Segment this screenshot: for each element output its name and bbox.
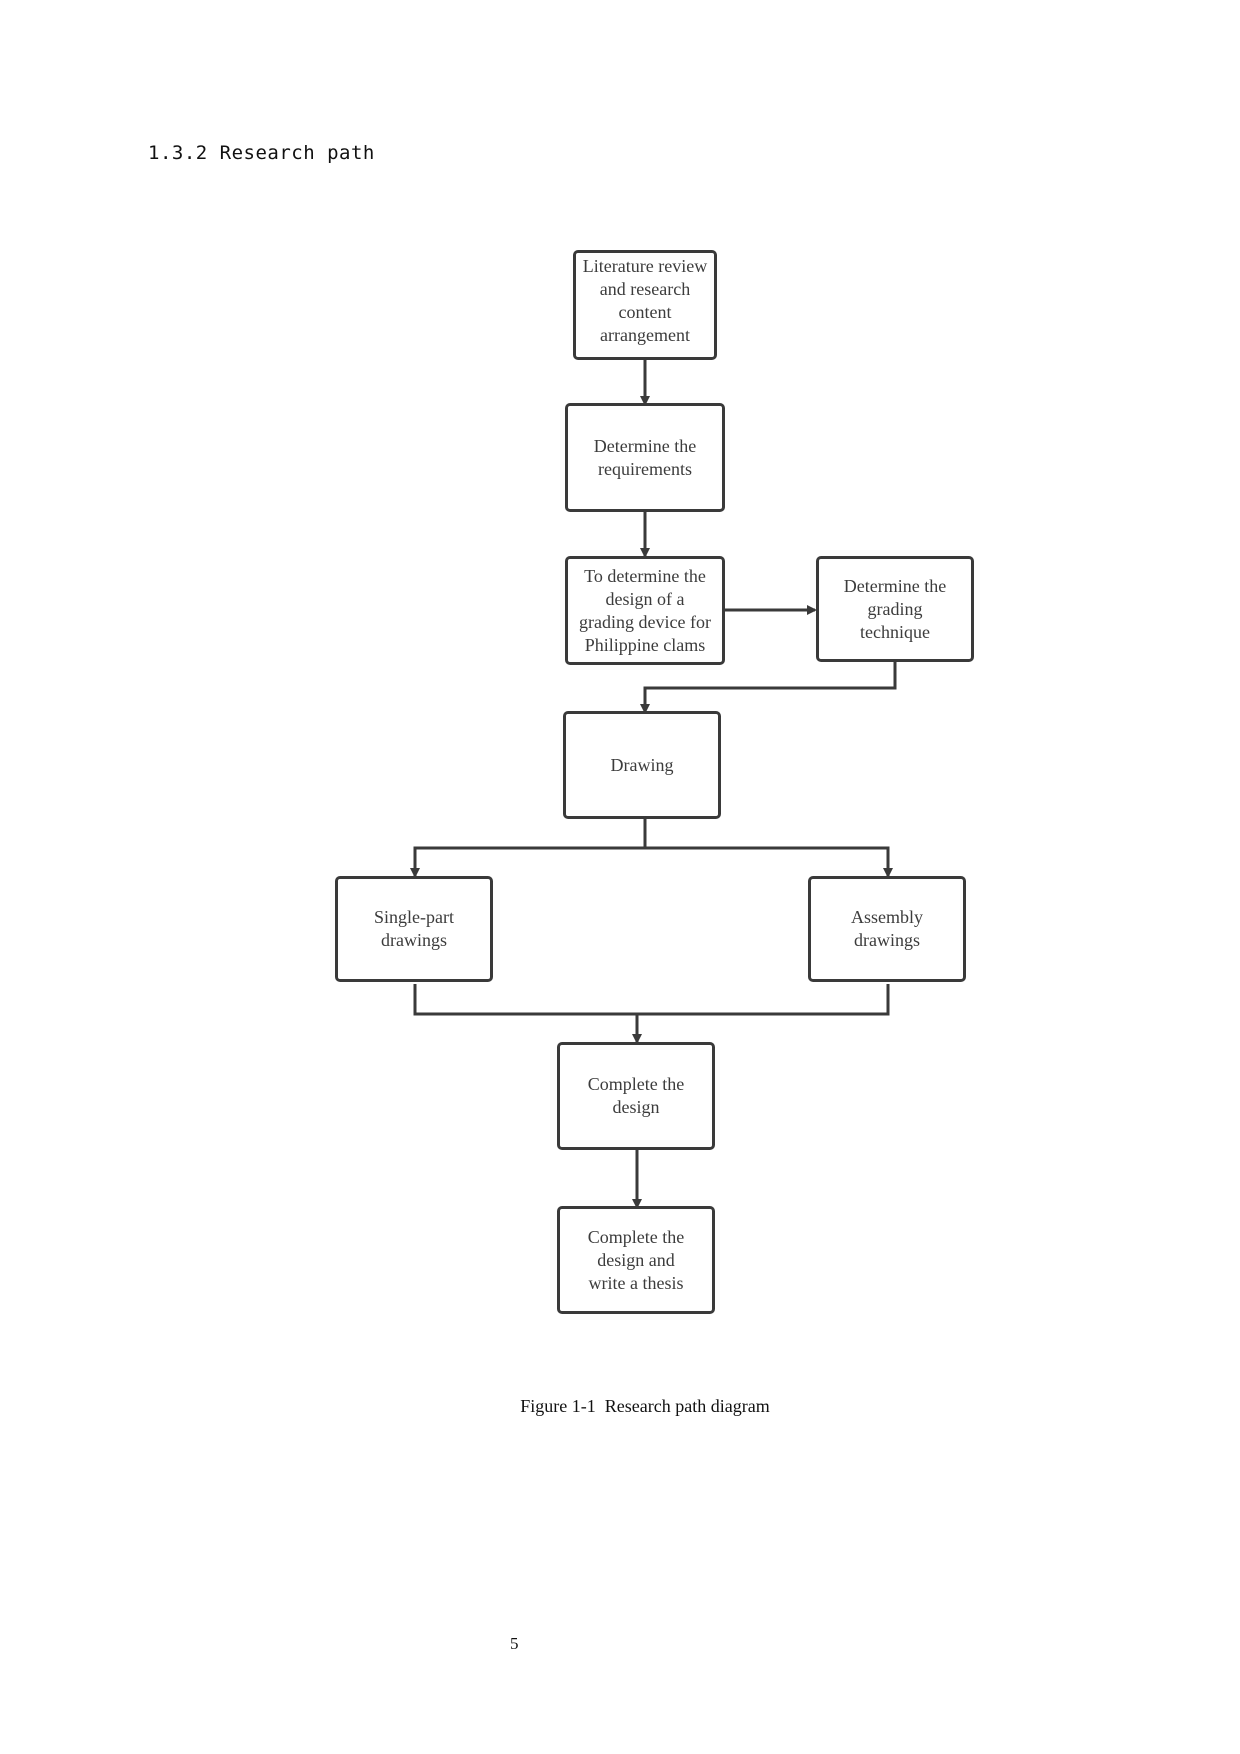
node-single-part: Single-part drawings bbox=[335, 876, 493, 982]
page-number: 5 bbox=[510, 1634, 519, 1653]
connector-single-part-merge bbox=[413, 984, 890, 1016]
node-literature-review: Literature review and research content a… bbox=[573, 250, 717, 360]
figure-caption: Figure 1-1 Research path diagram bbox=[520, 1396, 770, 1416]
node-assembly: Assembly drawings bbox=[808, 876, 966, 982]
node-requirements: Determine the requirements bbox=[565, 403, 725, 512]
arrow-technique-to-drawing bbox=[640, 660, 897, 714]
section-heading: 1.3.2 Research path bbox=[148, 142, 375, 164]
node-complete-design: Complete the design bbox=[557, 1042, 715, 1150]
arrow-drawing-to-single-part bbox=[410, 846, 645, 878]
node-drawing: Drawing bbox=[563, 711, 721, 819]
arrow-drawing-to-assembly bbox=[645, 846, 893, 878]
node-device-design: To determine the design of a grading dev… bbox=[565, 556, 725, 665]
node-grading-technique: Determine the grading technique bbox=[816, 556, 974, 662]
node-write-thesis: Complete the design and write a thesis bbox=[557, 1206, 715, 1314]
